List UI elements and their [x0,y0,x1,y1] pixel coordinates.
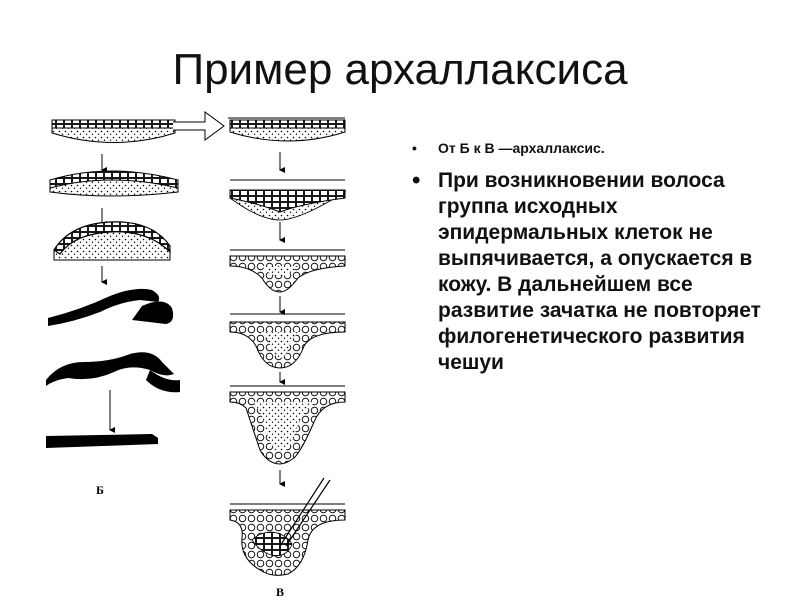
right-stage-5 [229,385,346,465]
bullet-icon: • [412,140,417,156]
bullet-text: От Б к В —архаллаксис. [438,140,605,156]
figure-label-v: В [276,585,284,599]
bullet-text: При возникновении волоса группа исходных… [438,169,761,374]
left-stage-4 [48,288,174,326]
right-stage-1 [228,117,346,142]
bullet-list: • От Б к В —архаллаксис. • При возникнов… [408,140,788,376]
right-stage-3 [229,249,346,293]
right-stage-6 [229,477,346,576]
bullet-item: • При возникновении волоса группа исходн… [408,168,788,376]
left-stage-6 [46,434,158,448]
right-series: В [228,117,347,599]
left-stage-5 [46,352,180,393]
right-stage-4 [229,313,346,369]
slide-title: Пример архаллаксиса [172,45,628,94]
right-stage-2 [229,179,347,221]
left-stage-2 [49,170,179,197]
arrow-right-outline-icon [173,111,225,141]
embryology-figure: Б [46,111,347,599]
bullet-item: • От Б к В —архаллаксис. [408,140,788,156]
left-stage-1 [51,119,176,143]
left-stage-3 [53,221,171,261]
left-series: Б [46,119,180,497]
bullet-icon: • [412,167,421,194]
figure-label-b: Б [96,483,104,497]
